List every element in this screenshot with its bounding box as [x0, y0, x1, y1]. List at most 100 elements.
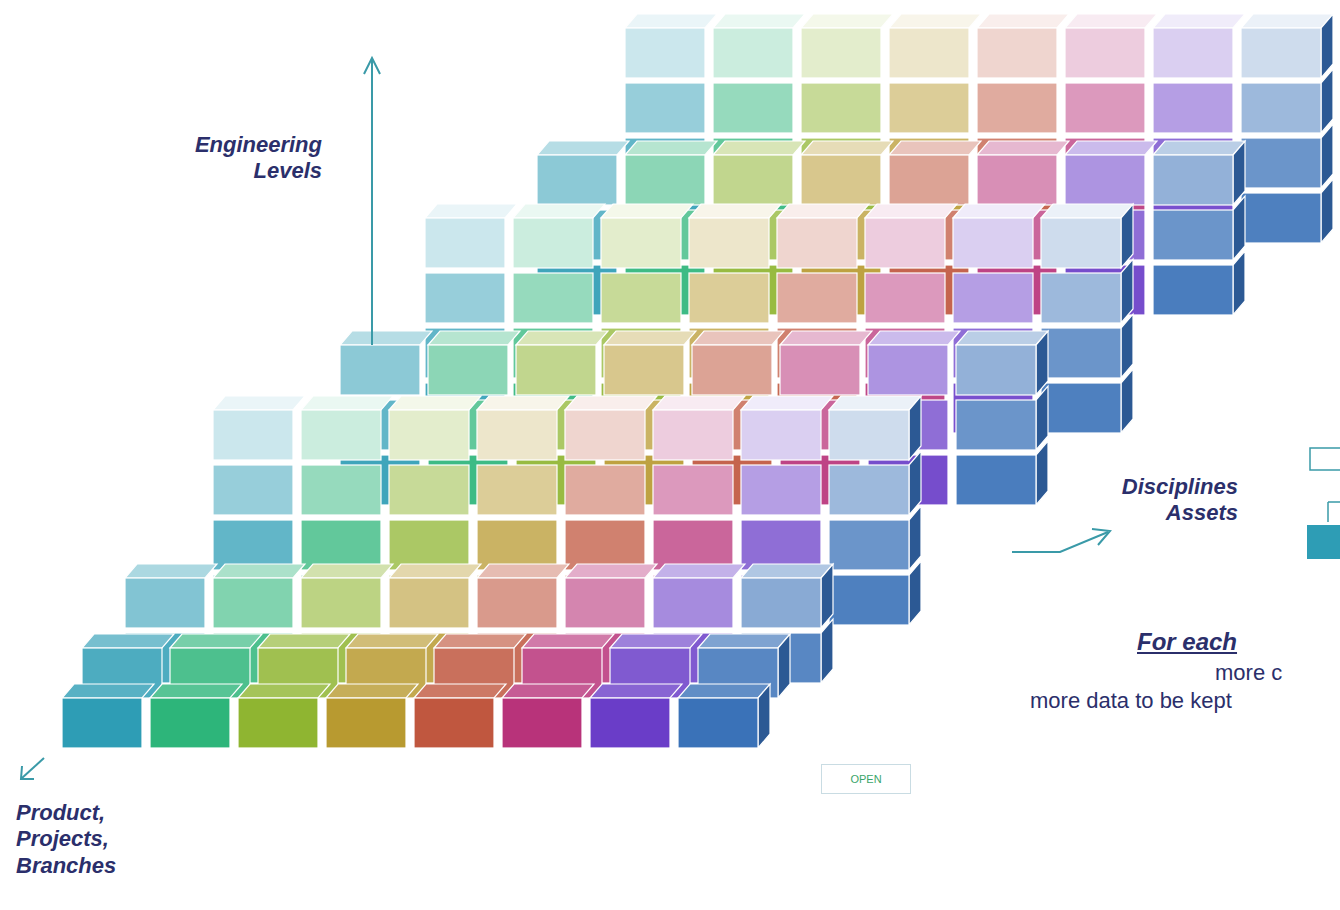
cube-front — [777, 273, 857, 323]
cube — [625, 14, 717, 78]
cube-front — [692, 345, 772, 395]
cube — [1153, 83, 1233, 133]
cube-front — [590, 698, 670, 748]
cube-top — [425, 204, 517, 218]
cube-top — [522, 634, 614, 648]
cube-front — [125, 578, 205, 628]
cube-front — [301, 520, 381, 570]
cube-front — [953, 273, 1033, 323]
cube-top — [502, 684, 594, 698]
cube-top — [678, 684, 770, 698]
cube-top — [513, 204, 605, 218]
cube — [741, 396, 833, 460]
cube — [565, 564, 657, 628]
cube-top — [428, 331, 520, 345]
cube-side — [1121, 259, 1133, 323]
note-text: For each — [1137, 628, 1337, 657]
cube — [956, 441, 1048, 505]
cube — [956, 386, 1048, 450]
cube-top — [780, 331, 872, 345]
cube-top — [956, 331, 1048, 345]
cube — [502, 684, 594, 748]
cube — [653, 520, 733, 570]
cube-side — [1121, 314, 1133, 378]
cube-front — [653, 410, 733, 460]
cube-front — [956, 345, 1036, 395]
cube-top — [692, 331, 784, 345]
cube-front — [477, 520, 557, 570]
cube-front — [889, 28, 969, 78]
cube-front — [689, 218, 769, 268]
cube — [801, 141, 893, 205]
cube-side — [1036, 441, 1048, 505]
cube — [868, 331, 960, 395]
cube-front — [977, 155, 1057, 205]
cube-top — [213, 564, 305, 578]
cube — [389, 396, 481, 460]
cube — [889, 83, 969, 133]
cube — [301, 520, 381, 570]
cube-top — [62, 684, 154, 698]
cube-top — [610, 634, 702, 648]
cube — [414, 684, 506, 748]
cube-top — [777, 204, 869, 218]
cube-front — [653, 465, 733, 515]
cube-top — [829, 396, 921, 410]
cube-side — [1233, 196, 1245, 260]
cube — [689, 204, 781, 268]
cube-side — [821, 564, 833, 628]
cube-front — [713, 28, 793, 78]
cube-front — [414, 698, 494, 748]
cube-front — [1041, 218, 1121, 268]
cube-front — [1153, 28, 1233, 78]
cube-top — [1241, 14, 1333, 28]
cube-front — [301, 578, 381, 628]
cube-top — [601, 204, 693, 218]
cube-top — [516, 331, 608, 345]
cube — [777, 204, 869, 268]
cube-top — [653, 564, 745, 578]
cube — [777, 273, 857, 323]
cube — [301, 396, 393, 460]
cube-front — [801, 28, 881, 78]
cube-top — [258, 634, 350, 648]
cube-side — [1321, 69, 1333, 133]
cube-top — [301, 396, 393, 410]
cube — [513, 273, 593, 323]
cube-side — [909, 451, 921, 515]
cube — [389, 465, 469, 515]
cube-side — [1036, 331, 1048, 395]
cube-front — [213, 465, 293, 515]
cube — [829, 451, 921, 515]
cube-top — [625, 14, 717, 28]
cube — [689, 273, 769, 323]
cube — [1241, 14, 1333, 78]
cube-side — [1321, 14, 1333, 78]
cube-front — [1153, 155, 1233, 205]
cube-front — [741, 520, 821, 570]
cube — [741, 520, 821, 570]
cube-front — [713, 83, 793, 133]
cube — [565, 465, 645, 515]
cube-side — [909, 561, 921, 625]
cube — [865, 273, 945, 323]
cube-top — [340, 331, 432, 345]
cube-front — [956, 400, 1036, 450]
cube-front — [565, 578, 645, 628]
axis-label: Engineering Levels — [182, 132, 322, 185]
cube — [713, 141, 805, 205]
cube-top — [301, 564, 393, 578]
cube-front — [977, 28, 1057, 78]
cube-side — [758, 684, 770, 748]
cube — [801, 83, 881, 133]
cube — [1065, 14, 1157, 78]
cube-front — [425, 273, 505, 323]
cube-side — [1121, 204, 1133, 268]
cube-front — [689, 273, 769, 323]
cube — [537, 141, 629, 205]
cube — [62, 684, 154, 748]
cube-top — [977, 141, 1069, 155]
cube-front — [801, 83, 881, 133]
cube — [1153, 14, 1245, 78]
